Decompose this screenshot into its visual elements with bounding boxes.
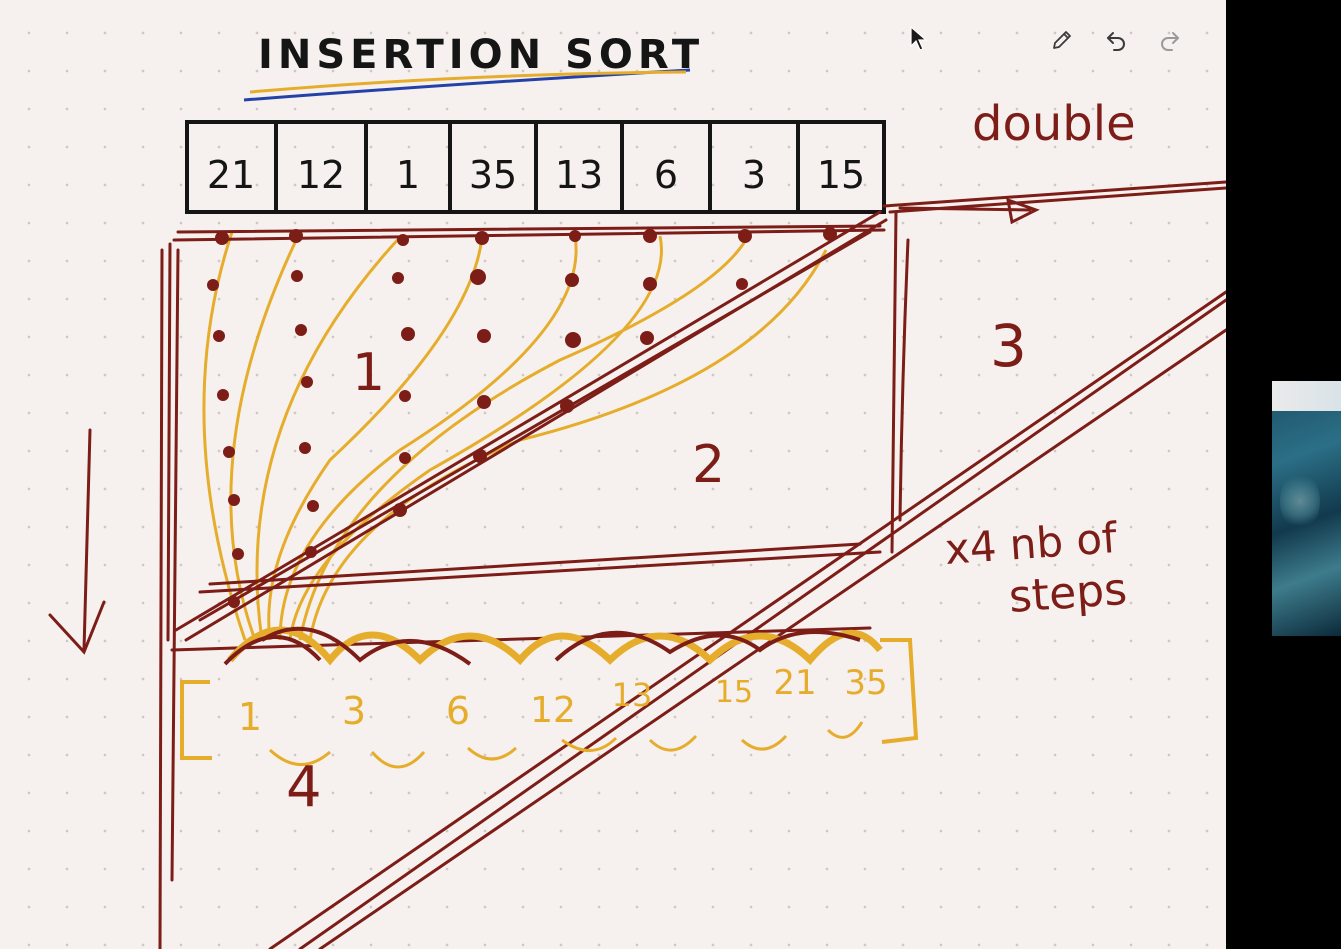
sorted-value: 35 bbox=[844, 663, 887, 703]
sorted-value: 6 bbox=[446, 689, 470, 733]
array-cell-value: 21 bbox=[207, 153, 255, 197]
array-cell-value: 35 bbox=[469, 153, 517, 197]
title-underline-yellow bbox=[249, 70, 687, 94]
array-cell-value: 1 bbox=[396, 153, 420, 197]
mouse-pointer-icon bbox=[910, 26, 928, 51]
input-array: 21 12 1 35 13 6 3 15 bbox=[185, 120, 886, 214]
sorted-value: 15 bbox=[715, 675, 753, 710]
array-cell-value: 13 bbox=[555, 153, 603, 197]
sorted-value: 21 bbox=[773, 663, 816, 703]
sorted-array: 1 3 6 12 13 15 21 35 bbox=[180, 626, 919, 769]
note-double: double bbox=[972, 96, 1136, 152]
sketch-layer: INSERTION SORT 21 12 1 35 13 6 3 15 bbox=[48, 32, 1226, 949]
sorted-value: 13 bbox=[612, 676, 653, 714]
sorted-value: 3 bbox=[342, 689, 366, 733]
region-label: 3 bbox=[990, 312, 1027, 380]
array-cell-value: 15 bbox=[817, 153, 865, 197]
note-steps-line2: steps bbox=[1007, 564, 1128, 623]
webcam-thumbnail bbox=[1272, 381, 1341, 636]
region-label: 2 bbox=[692, 435, 725, 495]
region-label: 4 bbox=[286, 755, 322, 820]
array-cell-value: 6 bbox=[654, 153, 678, 197]
redo-icon[interactable] bbox=[1154, 24, 1186, 56]
sorted-value: 1 bbox=[238, 695, 262, 739]
array-cell-value: 3 bbox=[742, 153, 766, 197]
region-label: 1 bbox=[352, 343, 385, 403]
complexity-triangle bbox=[48, 180, 1226, 949]
drawing-toolbar bbox=[1046, 24, 1186, 56]
insertion-curves bbox=[202, 231, 828, 641]
sorted-value: 12 bbox=[530, 690, 576, 731]
whiteboard-canvas[interactable]: INSERTION SORT 21 12 1 35 13 6 3 15 bbox=[0, 0, 1226, 949]
undo-icon[interactable] bbox=[1100, 24, 1132, 56]
note-steps-line1: x4 nb of bbox=[943, 513, 1119, 574]
pencil-icon[interactable] bbox=[1046, 24, 1078, 56]
page-title: INSERTION SORT bbox=[258, 32, 704, 78]
array-cell-value: 12 bbox=[297, 153, 345, 197]
